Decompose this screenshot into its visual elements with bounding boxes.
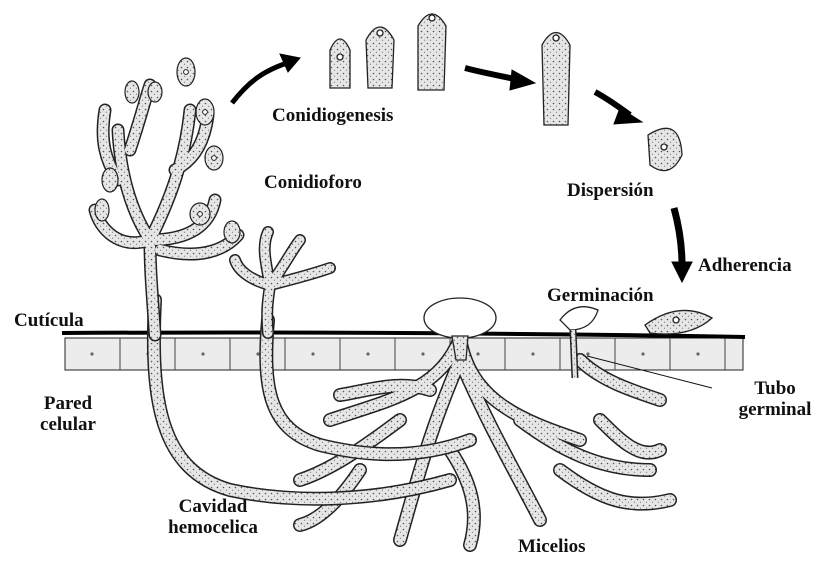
label-conidiogenesis: Conidiogenesis xyxy=(272,105,393,126)
small-conidiophore xyxy=(235,232,330,333)
label-pared-line1: Pared xyxy=(28,393,108,414)
label-cuticula: Cutícula xyxy=(14,310,84,331)
label-pared-celular: Pared celular xyxy=(28,393,108,435)
label-adherencia: Adherencia xyxy=(698,255,792,276)
label-tubo-line1: Tubo xyxy=(730,378,820,399)
cell-wall-layer xyxy=(62,333,745,371)
label-tubo-germinal: Tubo germinal xyxy=(730,378,820,420)
label-cavidad-hemocelica: Cavidad hemocelica xyxy=(148,496,278,538)
label-dispersion: Dispersión xyxy=(567,180,654,201)
label-cavidad-line1: Cavidad xyxy=(148,496,278,517)
label-cavidad-line2: hemocelica xyxy=(148,517,278,538)
label-conidioforo: Conidioforo xyxy=(264,172,362,193)
large-conidiophore xyxy=(95,58,240,335)
adhered-conidium xyxy=(645,310,712,334)
label-tubo-line2: germinal xyxy=(730,399,820,420)
label-pared-line2: celular xyxy=(28,414,108,435)
label-micelios: Micelios xyxy=(518,536,586,557)
dispersed-conidium xyxy=(648,128,682,170)
label-germinacion: Germinación xyxy=(547,285,654,306)
